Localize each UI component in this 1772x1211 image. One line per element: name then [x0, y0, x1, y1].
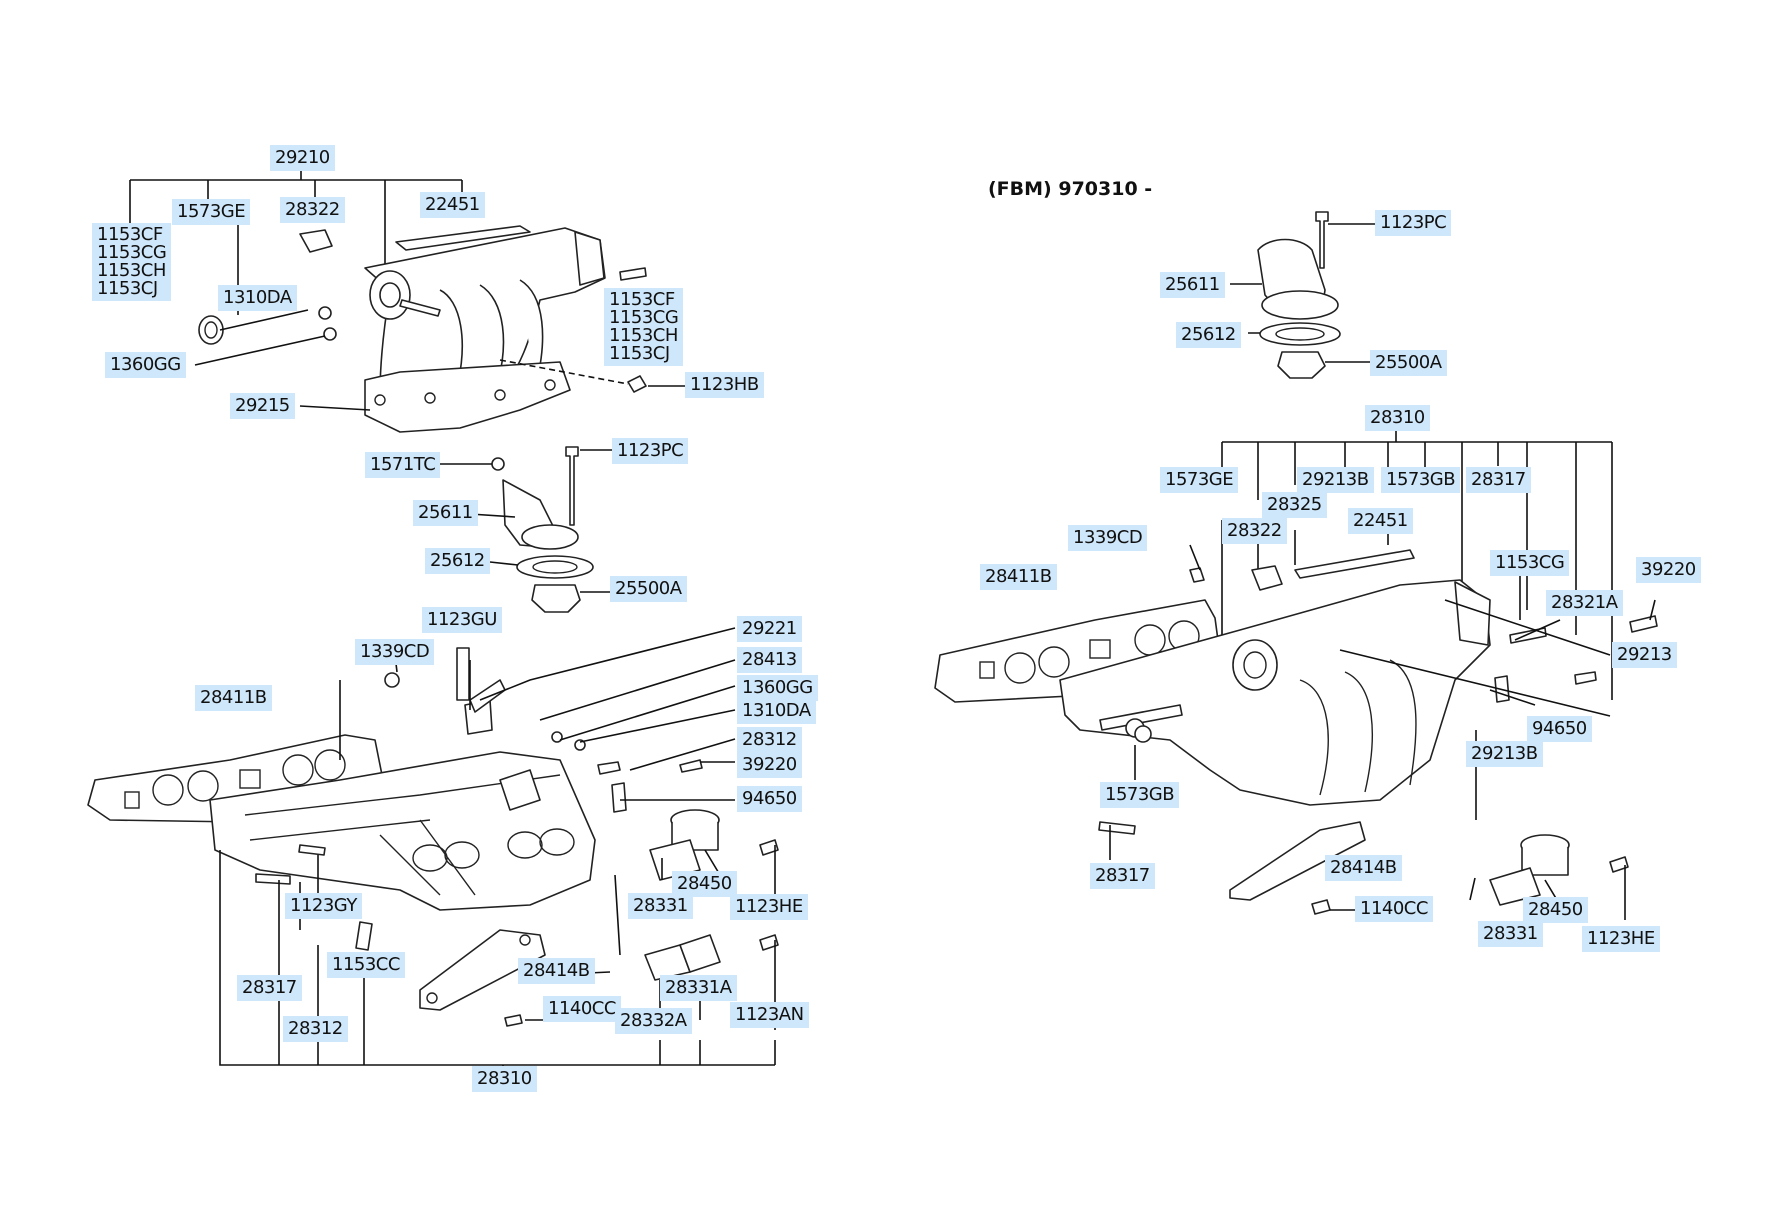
part-label-stack-1153[interactable]: 1153CF 1153CG 1153CH 1153CJ [92, 223, 172, 301]
part-label-1123an[interactable]: 1123AN [730, 1002, 809, 1028]
part-label-1153ch: 1153CH [97, 260, 166, 281]
part-label-28331a[interactable]: 28331A [660, 975, 737, 1001]
part-label-25500a[interactable]: 25500A [610, 576, 687, 602]
r-part-label-28414b[interactable]: 28414B [1325, 855, 1402, 881]
r-part-label-25612[interactable]: 25612 [1176, 322, 1241, 348]
r-part-label-1339cd[interactable]: 1339CD [1068, 525, 1148, 551]
right-intake-manifold-group [934, 430, 1658, 920]
r-part-label-25500a[interactable]: 25500A [1370, 350, 1447, 376]
part-label-1153cf: 1153CF [97, 224, 163, 245]
part-label-1153cg: 1153CG [97, 242, 167, 263]
part-label-1153cg-b: 1153CG [609, 307, 679, 328]
intake-manifold-part [1059, 579, 1491, 806]
r-part-label-28310[interactable]: 28310 [1365, 405, 1430, 431]
r-part-label-29213b-b[interactable]: 29213B [1466, 741, 1543, 767]
part-label-1153cj: 1153CJ [97, 278, 158, 299]
r-part-label-28411b[interactable]: 28411B [980, 564, 1057, 590]
r-part-label-28321a[interactable]: 28321A [1546, 590, 1623, 616]
r-part-label-1140cc[interactable]: 1140CC [1355, 896, 1433, 922]
left-intake-manifold-group [87, 627, 779, 1078]
heat-shield-part [395, 225, 531, 251]
part-label-28317[interactable]: 28317 [237, 975, 302, 1001]
r-part-label-1123pc[interactable]: 1123PC [1375, 210, 1452, 236]
part-label-28450[interactable]: 28450 [672, 871, 737, 897]
part-label-28322[interactable]: 28322 [280, 197, 345, 223]
part-label-28413[interactable]: 28413 [737, 647, 802, 673]
oxygen-sensor-part [299, 229, 333, 253]
stay-bracket-part [419, 929, 546, 1011]
part-label-25612[interactable]: 25612 [425, 548, 490, 574]
manifold-gasket-part [364, 361, 571, 433]
r-part-label-28317-top[interactable]: 28317 [1466, 467, 1531, 493]
r-part-label-29213b[interactable]: 29213B [1297, 467, 1374, 493]
r-part-label-28325[interactable]: 28325 [1262, 492, 1327, 518]
part-label-1123gy[interactable]: 1123GY [285, 893, 362, 919]
r-part-label-1573gb[interactable]: 1573GB [1381, 467, 1461, 493]
part-label-1339cd[interactable]: 1339CD [355, 639, 435, 665]
part-label-28312[interactable]: 28312 [283, 1016, 348, 1042]
right-thermostat-group [1230, 211, 1375, 379]
part-label-28310[interactable]: 28310 [472, 1066, 537, 1092]
part-label-28414b[interactable]: 28414B [518, 958, 595, 984]
part-label-25611[interactable]: 25611 [413, 500, 478, 526]
part-label-1153cj-b: 1153CJ [609, 343, 670, 364]
intake-manifold-part [209, 751, 596, 911]
left-thermostat-group [438, 446, 612, 613]
part-label-29221[interactable]: 29221 [737, 616, 802, 642]
r-part-label-28331[interactable]: 28331 [1478, 921, 1543, 947]
part-label-1310da[interactable]: 1310DA [218, 285, 297, 311]
part-label-1360gg[interactable]: 1360GG [105, 352, 186, 378]
part-label-1153cf-b: 1153CF [609, 289, 675, 310]
r-part-label-25611[interactable]: 25611 [1160, 272, 1225, 298]
part-label-28331[interactable]: 28331 [628, 893, 693, 919]
left-exhaust-manifold-group [129, 161, 685, 433]
part-label-39220[interactable]: 39220 [737, 752, 802, 778]
r-part-label-94650[interactable]: 94650 [1527, 716, 1592, 742]
part-label-28312-top[interactable]: 28312 [737, 727, 802, 753]
r-part-label-1123he[interactable]: 1123HE [1582, 926, 1660, 952]
part-label-1153ch-b: 1153CH [609, 325, 678, 346]
part-label-1123gu[interactable]: 1123GU [422, 607, 502, 633]
r-part-label-1153cg[interactable]: 1153CG [1490, 550, 1570, 576]
r-part-label-28317[interactable]: 28317 [1090, 863, 1155, 889]
r-part-label-22451[interactable]: 22451 [1348, 508, 1413, 534]
part-label-1140cc[interactable]: 1140CC [543, 996, 621, 1022]
r-part-label-39220[interactable]: 39220 [1636, 557, 1701, 583]
part-label-1123pc[interactable]: 1123PC [612, 438, 689, 464]
part-label-94650[interactable]: 94650 [737, 786, 802, 812]
model-variant-header: (FBM) 970310 - [988, 178, 1153, 200]
r-part-label-28450[interactable]: 28450 [1523, 897, 1588, 923]
part-label-1153cc[interactable]: 1153CC [327, 952, 405, 978]
part-label-stack-1153-right[interactable]: 1153CF 1153CG 1153CH 1153CJ [604, 288, 684, 366]
r-part-label-1573gb-b[interactable]: 1573GB [1100, 782, 1180, 808]
part-label-22451[interactable]: 22451 [420, 192, 485, 218]
part-label-29215[interactable]: 29215 [230, 393, 295, 419]
part-label-29210[interactable]: 29210 [270, 145, 335, 171]
seal-ring-part [198, 315, 224, 345]
r-part-label-1573ge[interactable]: 1573GE [1160, 467, 1239, 493]
part-label-28332a[interactable]: 28332A [615, 1008, 692, 1034]
part-label-28411b[interactable]: 28411B [195, 685, 272, 711]
r-part-label-29213[interactable]: 29213 [1612, 642, 1677, 668]
part-label-1571tc[interactable]: 1571TC [365, 452, 441, 478]
part-label-1310da-b[interactable]: 1310DA [737, 698, 816, 724]
part-label-1123hb[interactable]: 1123HB [685, 372, 764, 398]
part-label-1360gg-b[interactable]: 1360GG [737, 675, 818, 701]
part-label-1573ge[interactable]: 1573GE [172, 199, 251, 225]
part-label-1123he[interactable]: 1123HE [730, 894, 808, 920]
r-part-label-28322[interactable]: 28322 [1222, 518, 1287, 544]
